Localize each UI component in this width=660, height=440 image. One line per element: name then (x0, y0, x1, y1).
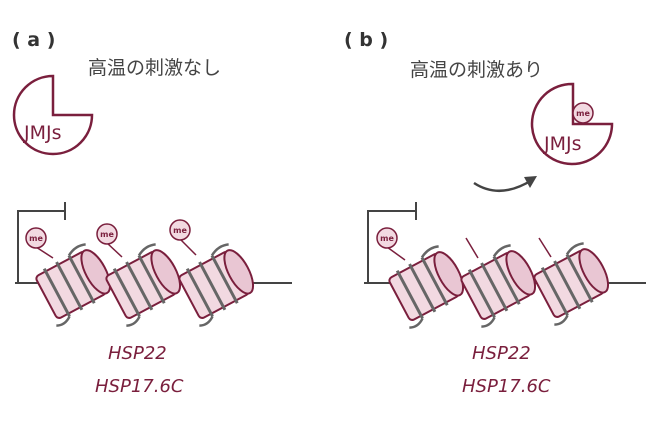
me-label-a1: me (29, 234, 43, 243)
panel-a-label: ( a ) (12, 29, 55, 51)
panel-b: ( b ) 高温の刺激あり me JMJs me HSP22 HSP17.6C (344, 29, 646, 397)
gene-a-hsp176c: HSP17.6C (95, 376, 184, 397)
bound-me-label: me (576, 109, 590, 118)
nucleosome-b2 (451, 239, 546, 330)
gene-a-hsp22: HSP22 (108, 343, 167, 364)
me-mark-a2 (96, 223, 118, 245)
jmjs-shape-b (530, 82, 614, 166)
tail-b1 (386, 246, 406, 261)
bound-me-mark (572, 102, 594, 124)
jmjs-enzyme-a: JMJs (12, 74, 94, 156)
nucleosome-a2 (96, 238, 191, 329)
me-label-a2: me (100, 230, 114, 239)
me-label-a3: me (173, 226, 187, 235)
jmjs-enzyme-b: me JMJs (530, 82, 614, 166)
panel-a: ( a ) 高温の刺激なし JMJs me me me HSP22 HSP17.… (12, 29, 292, 397)
me-label-b1: me (380, 234, 394, 243)
panel-b-label: ( b ) (344, 29, 388, 51)
gene-b-hsp22: HSP22 (472, 343, 531, 364)
nucleosome-b1 (379, 240, 474, 331)
tail-b3 (538, 237, 552, 258)
jmjs-label-b: JMJs (543, 133, 582, 155)
release-arrow-head (524, 176, 537, 188)
me-mark-b1 (376, 227, 398, 249)
nucleosome-a1 (26, 238, 121, 329)
panel-b-condition: 高温の刺激あり (410, 59, 543, 81)
me-mark-a3 (169, 219, 191, 241)
panel-a-condition: 高温の刺激なし (88, 57, 221, 79)
promoter-arrow-b (367, 202, 417, 283)
nucleosome-a3 (169, 238, 264, 329)
jmjs-label-a: JMJs (23, 122, 62, 144)
tail-a1 (35, 246, 54, 259)
nucleosome-b3 (524, 237, 619, 328)
jmjs-shape-a (12, 74, 94, 156)
release-arrow (473, 178, 533, 193)
me-mark-a1 (25, 227, 47, 249)
tail-b2 (465, 237, 479, 259)
promoter-arrow-a (17, 202, 66, 283)
gene-b-hsp176c: HSP17.6C (462, 376, 551, 397)
tail-a3 (179, 238, 197, 256)
tail-a2 (106, 242, 123, 258)
